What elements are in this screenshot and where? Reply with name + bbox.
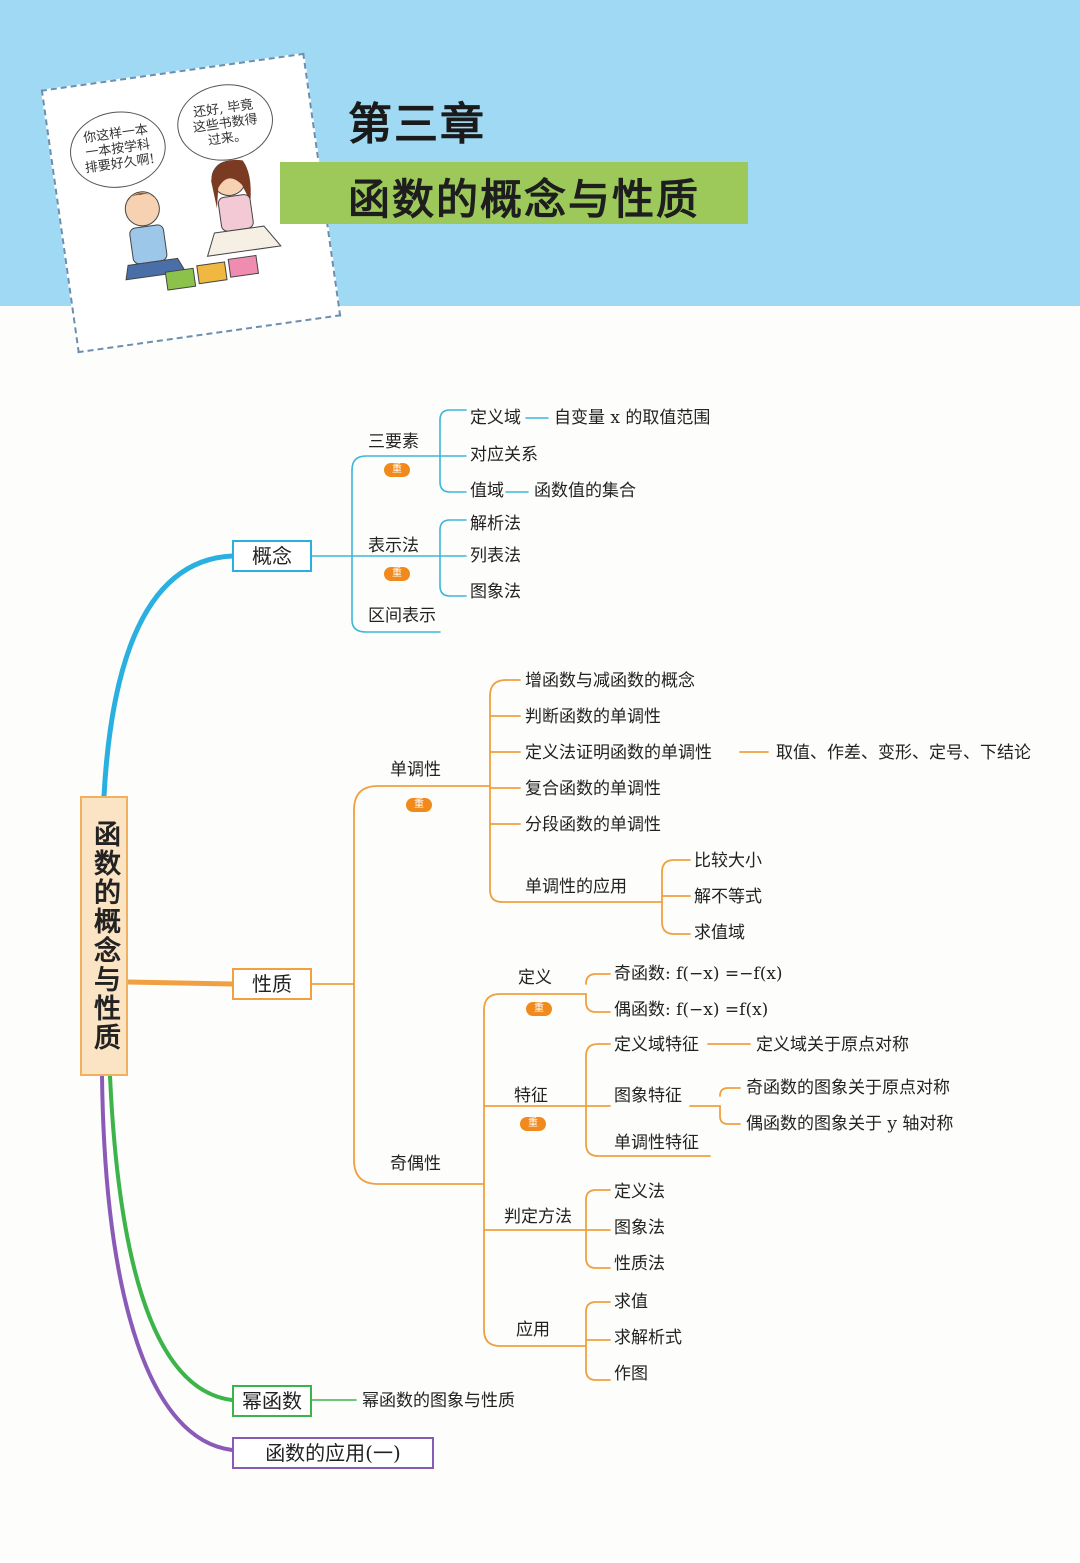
- key-badge: 重: [526, 1002, 552, 1016]
- definition-label: 定义: [518, 968, 552, 988]
- parity-app-item: 作图: [614, 1364, 648, 1384]
- parity-app-item: 求解析式: [614, 1328, 682, 1348]
- mono-item: 定义法证明函数的单调性: [525, 743, 712, 763]
- branch-power: [108, 1074, 234, 1402]
- mono-app-item: 比较大小: [694, 851, 762, 871]
- parity-application-label: 应用: [516, 1320, 550, 1340]
- judge-label: 判定方法: [504, 1207, 572, 1227]
- monotonic-label: 单调性: [390, 760, 441, 780]
- mono-proof-steps: 取值、作差、变形、定号、下结论: [776, 743, 1031, 763]
- mono-item: 判断函数的单调性: [525, 707, 661, 727]
- three-elements-label: 三要素: [368, 432, 419, 452]
- mono-application-label: 单调性的应用: [525, 877, 627, 897]
- key-badge: 重: [384, 567, 410, 581]
- parity-label: 奇偶性: [390, 1154, 441, 1174]
- root-node: 函数的概念与性质: [80, 796, 128, 1076]
- domain-label: 定义域: [470, 408, 521, 428]
- rep-method: 列表法: [470, 546, 521, 566]
- mono-app-item: 解不等式: [694, 887, 762, 907]
- title-bar: [280, 162, 748, 224]
- rep-method: 解析法: [470, 514, 521, 534]
- range-description: 函数值的集合: [534, 481, 636, 501]
- judge-item: 图象法: [614, 1218, 665, 1238]
- branch-application: [100, 1074, 234, 1452]
- domain-description: 自变量 x 的取值范围: [554, 408, 711, 428]
- mono-item: 复合函数的单调性: [525, 779, 661, 799]
- power-function-node: 幂函数: [232, 1385, 312, 1417]
- mono-feature-label: 单调性特征: [614, 1133, 699, 1153]
- property-node: 性质: [232, 968, 312, 1000]
- chapter-subtitle: 函数的概念与性质: [348, 175, 701, 224]
- odd-definition: 奇函数: f(−x) =−f(x): [614, 964, 783, 984]
- power-function-desc: 幂函数的图象与性质: [362, 1391, 515, 1411]
- mono-app-item: 求值域: [694, 923, 745, 943]
- correspondence-label: 对应关系: [470, 445, 538, 465]
- key-badge: 重: [520, 1117, 546, 1131]
- function-application-node: 函数的应用(一): [232, 1437, 434, 1469]
- domain-feature-desc: 定义域关于原点对称: [756, 1035, 909, 1055]
- branch-concept: [101, 553, 235, 799]
- representation-label: 表示法: [368, 536, 419, 556]
- interval-label: 区间表示: [368, 606, 436, 626]
- even-graph-desc: 偶函数的图象关于 y 轴对称: [746, 1114, 954, 1134]
- kids-with-books-icon: [124, 159, 282, 291]
- graph-feature-label: 图象特征: [614, 1086, 682, 1106]
- judge-item: 性质法: [614, 1254, 665, 1274]
- mono-item: 分段函数的单调性: [525, 815, 661, 835]
- domain-feature-label: 定义域特征: [614, 1035, 699, 1055]
- branch-property: [125, 979, 235, 987]
- parity-app-item: 求值: [614, 1292, 648, 1312]
- mono-item: 增函数与减函数的概念: [525, 671, 695, 691]
- odd-graph-desc: 奇函数的图象关于原点对称: [746, 1078, 950, 1098]
- even-definition: 偶函数: f(−x) =f(x): [614, 1000, 769, 1020]
- rep-method: 图象法: [470, 582, 521, 602]
- chapter-title: 第三章: [348, 99, 486, 150]
- range-label: 值域: [470, 481, 504, 501]
- judge-item: 定义法: [614, 1182, 665, 1202]
- concept-node: 概念: [232, 540, 312, 572]
- key-badge: 重: [384, 463, 410, 477]
- comic-illustration: 你这样一本 一本按学科 排要好久啊! 还好, 毕竟 这些书数得 过来。: [40, 52, 342, 354]
- key-badge: 重: [406, 798, 432, 812]
- feature-label: 特征: [514, 1086, 548, 1106]
